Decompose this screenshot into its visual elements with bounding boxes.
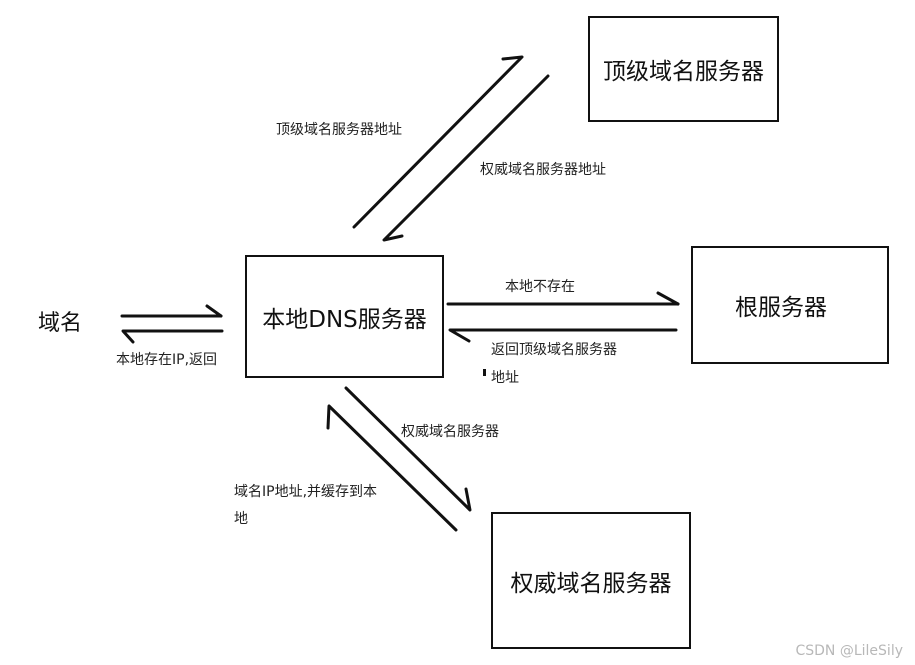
arrow-local-to-client (121, 329, 224, 344)
root-server-label: 根服务器 (735, 295, 827, 321)
root-query-label: 本地不存在 (505, 279, 575, 295)
auth-query-label: 权威域名服务器 (401, 424, 499, 440)
tld-query-label: 顶级域名服务器地址 (276, 122, 402, 138)
stray-dot (483, 369, 486, 376)
arrow-root-to-local (448, 328, 678, 343)
arrow-tld-to-local (382, 74, 550, 242)
authoritative-server-label: 权威域名服务器 (510, 570, 672, 597)
tld-server-box: 顶级域名服务器 (588, 16, 779, 122)
arrowhead-client-to-local (205, 304, 223, 318)
auth-reply-label-line1: 域名IP地址,并缓存到本 (234, 484, 378, 500)
root-reply-label-line2: 地址 (491, 370, 519, 386)
root-server-box: 根服务器 (691, 246, 889, 364)
arrow-auth-to-local (326, 404, 458, 532)
arrow-local-to-auth (344, 386, 472, 512)
client-reply-label: 本地存在IP,返回 (116, 352, 218, 368)
local-dns-server-box: 本地DNS服务器 (245, 255, 444, 378)
authoritative-server-box: 权威域名服务器 (491, 512, 691, 649)
tld-reply-label: 权威域名服务器地址 (480, 162, 606, 178)
arrowhead-local-to-root (656, 291, 680, 306)
watermark: CSDN @LileSily (795, 643, 903, 659)
auth-reply-label-line2: 地 (234, 511, 248, 527)
arrow-local-to-tld (352, 55, 524, 229)
root-reply-label-line1: 返回顶级域名服务器 (491, 342, 617, 358)
local-dns-server-label: 本地DNS服务器 (262, 306, 427, 333)
client-domain-label: 域名 (38, 311, 83, 336)
tld-server-label: 顶级域名服务器 (603, 59, 764, 85)
